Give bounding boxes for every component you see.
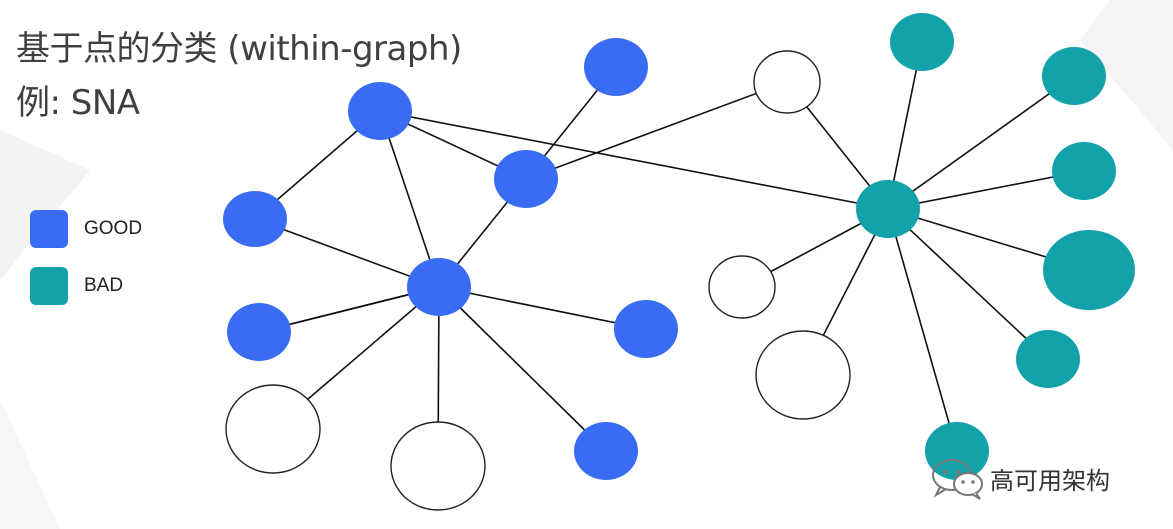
node-bad-b6 xyxy=(925,422,989,480)
node-good-g7 xyxy=(614,300,678,358)
watermark: 高可用架构 xyxy=(930,455,1110,501)
edge-b0-b3 xyxy=(887,170,1085,210)
edge-b0-b5 xyxy=(887,208,1049,360)
node-bad-b5 xyxy=(1016,330,1080,388)
edge-g2-g3 xyxy=(379,110,440,288)
slide-title: 基于点的分类 (within-graph) 例: SNA xyxy=(16,22,462,130)
node-bad-b3 xyxy=(1052,142,1116,200)
nodes-layer xyxy=(223,13,1135,511)
legend-label-bad: BAD xyxy=(84,275,124,296)
legend-item-bad: BAD xyxy=(30,267,123,305)
wechat-icon xyxy=(932,459,983,500)
edge-b0-b6 xyxy=(887,208,958,452)
edge-g2-g8 xyxy=(438,286,607,452)
edge-g5-u3 xyxy=(525,81,788,180)
node-good-g2 xyxy=(407,258,471,316)
legend-item-good: GOOD xyxy=(30,210,142,248)
node-good-g5 xyxy=(494,150,558,208)
watermark-text: 高可用架构 xyxy=(990,466,1110,495)
node-bad-b0 xyxy=(856,180,920,238)
title-line-2: 例: SNA xyxy=(16,83,140,123)
edge-g2-g7 xyxy=(438,286,647,330)
node-good-g8 xyxy=(574,422,638,480)
node-bad-b4 xyxy=(1043,230,1135,310)
node-good-g4 xyxy=(227,303,291,361)
legend-swatch-bad xyxy=(30,267,68,305)
node-bad-b1 xyxy=(890,13,954,71)
node-bad-b2 xyxy=(1042,47,1106,105)
node-unknown-u5 xyxy=(755,330,851,420)
edge-g1-g2 xyxy=(254,218,440,288)
node-unknown-u2 xyxy=(390,421,486,511)
node-good-g6 xyxy=(584,38,648,96)
node-good-g3 xyxy=(348,82,412,140)
node-good-g1 xyxy=(223,191,287,247)
node-unknown-u3 xyxy=(753,50,821,114)
title-line-1: 基于点的分类 (within-graph) xyxy=(16,29,462,69)
legend-label-good: GOOD xyxy=(84,218,143,239)
node-unknown-u1 xyxy=(225,384,321,474)
node-unknown-u4 xyxy=(708,255,776,319)
edge-g3-b0 xyxy=(379,110,889,210)
edge-b0-b2 xyxy=(887,75,1075,210)
legend-swatch-good xyxy=(30,210,68,248)
